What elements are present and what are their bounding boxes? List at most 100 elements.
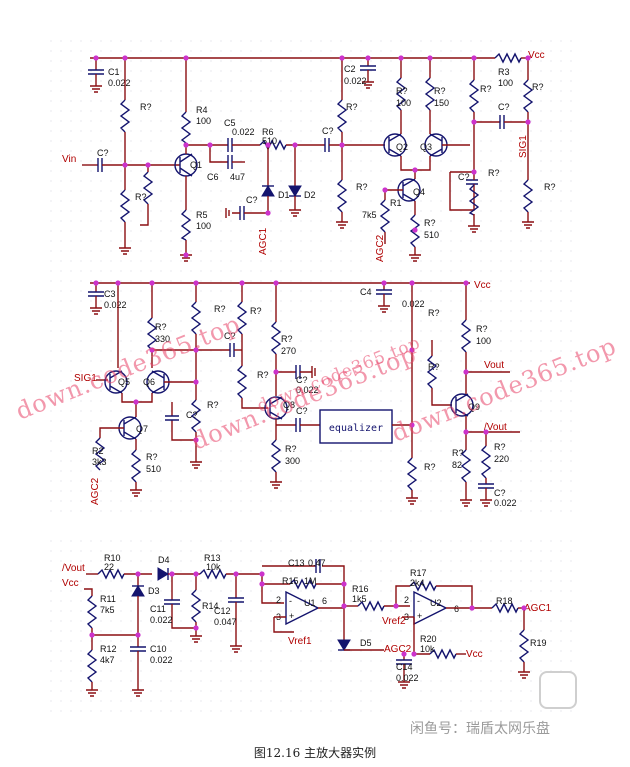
- cq-mid-bypass: C?: [186, 410, 198, 420]
- c2-label: C2: [344, 64, 356, 74]
- u1-plus: +: [289, 611, 294, 621]
- u2-pin6: 6: [454, 604, 459, 614]
- cq-eq-input: C?: [296, 406, 308, 416]
- r10-label: R10: [104, 553, 121, 563]
- rq-270-label: R?: [281, 334, 293, 344]
- junctions-middle: [93, 280, 489, 443]
- u1-label: U1: [304, 598, 316, 608]
- c3-value: 0.022: [104, 300, 127, 310]
- u2-plus: +: [417, 611, 422, 621]
- d1-label: D1: [278, 190, 290, 200]
- cq-q2-coupling: C?: [322, 126, 334, 136]
- r82: 82: [452, 460, 462, 470]
- q7-label: Q7: [136, 424, 148, 434]
- agc2-net-middle: AGC2: [90, 477, 101, 505]
- c14-value: 0.022: [396, 673, 419, 683]
- upper-section: Vcc R3 100 C1 0.022 R? Vin C? R? Q1: [62, 50, 556, 262]
- cq-270-bypass: C?: [296, 375, 308, 385]
- c3-label: C3: [104, 289, 116, 299]
- rq-out-top: R?: [480, 84, 492, 94]
- c14-label: C14: [396, 662, 413, 672]
- c1-label: C1: [108, 67, 120, 77]
- cq-input: C?: [97, 148, 109, 158]
- r2-value: 3k3: [92, 457, 107, 467]
- c1-value: 0.022: [108, 78, 131, 88]
- q2-transistor: [383, 133, 407, 157]
- r3-value: 100: [498, 78, 513, 88]
- rq-mid-4: R?: [257, 370, 269, 380]
- u1-pin2: 2: [276, 595, 281, 605]
- d2-label: D2: [304, 190, 316, 200]
- q1-label: Q1: [190, 160, 202, 170]
- r330: 330: [155, 334, 170, 344]
- r16-label: R16: [352, 584, 369, 594]
- r6-label: R6: [262, 127, 274, 137]
- r13-label: R13: [204, 553, 221, 563]
- u2-pin2: 2: [404, 595, 409, 605]
- r220: 220: [494, 454, 509, 464]
- rq-q2-collector: R?: [396, 86, 408, 96]
- r16-value: 1k5: [352, 594, 367, 604]
- sig1-net-middle: SIG1: [74, 373, 97, 384]
- r20-label: R20: [420, 634, 437, 644]
- c10-label: C10: [150, 644, 167, 654]
- u2-opamp: [413, 590, 448, 626]
- r100-q2: 100: [396, 98, 411, 108]
- c5-value: 0.022: [232, 127, 255, 137]
- agc2-net-lower: AGC2: [384, 644, 412, 655]
- r2-label: R2: [92, 446, 104, 456]
- cq-out: C?: [498, 102, 510, 112]
- rq-q3-collector: R?: [434, 86, 446, 96]
- r6-value: 510: [262, 136, 277, 146]
- c-022-mid-out: 0.022: [494, 498, 517, 508]
- q2-label: Q2: [396, 142, 408, 152]
- r17-value: 2k4: [410, 578, 425, 588]
- r300: 300: [285, 456, 300, 466]
- vin-label: Vin: [62, 154, 76, 165]
- r15-label: R15: [282, 576, 299, 586]
- r19-label: R19: [530, 638, 547, 648]
- cq-agc1: C?: [246, 195, 258, 205]
- cq-out-bypass: C?: [458, 172, 470, 182]
- r100-mid: 100: [476, 336, 491, 346]
- r13-value: 10k: [206, 562, 221, 572]
- junctions-upper: [93, 55, 531, 258]
- c11-value: 0.022: [150, 615, 173, 625]
- d3-label: D3: [148, 586, 160, 596]
- r15-value: 1M: [304, 576, 317, 586]
- c2-value: 0.022: [344, 76, 367, 86]
- q5-transistor: [104, 370, 128, 394]
- r11-value: 7k5: [100, 605, 115, 615]
- q8-label: Q8: [283, 400, 295, 410]
- rq-82-label: R?: [452, 448, 464, 458]
- r1-label: R1: [390, 198, 402, 208]
- r20-value: 10k: [420, 644, 435, 654]
- agc1-net-upper: AGC1: [258, 227, 269, 255]
- c12-label: C12: [214, 606, 231, 616]
- rq-220-label: R?: [494, 442, 506, 452]
- rq-mid-2: R?: [207, 400, 219, 410]
- nvout-label-lower: /Vout: [62, 563, 85, 574]
- rq-q9-3: R?: [424, 462, 436, 472]
- u1-minus: -: [289, 596, 292, 606]
- junctions-lower: [89, 571, 527, 657]
- r510-q7: 510: [146, 464, 161, 474]
- r14-label: R14: [202, 601, 219, 611]
- q5-label: Q5: [118, 377, 130, 387]
- r150-q3: 150: [434, 98, 449, 108]
- rq-100-label: R?: [476, 324, 488, 334]
- r18-label: R18: [496, 596, 513, 606]
- rq-q2-bias-bottom: R?: [356, 182, 368, 192]
- r5-label: R5: [196, 210, 208, 220]
- watermark-wechat: 闲鱼号：瑞盾太网乐盘: [410, 720, 550, 737]
- rq-sig1-bottom: R?: [544, 182, 556, 192]
- r12-label: R12: [100, 644, 117, 654]
- r12-value: 4k7: [100, 655, 115, 665]
- rq-q7-emitter: R?: [146, 452, 158, 462]
- q9-transistor: [450, 393, 474, 417]
- vref1-label: Vref1: [288, 636, 312, 647]
- rq-q4-emitter: R?: [424, 218, 436, 228]
- d5-label: D5: [360, 638, 372, 648]
- rq-feedback: R?: [135, 192, 147, 202]
